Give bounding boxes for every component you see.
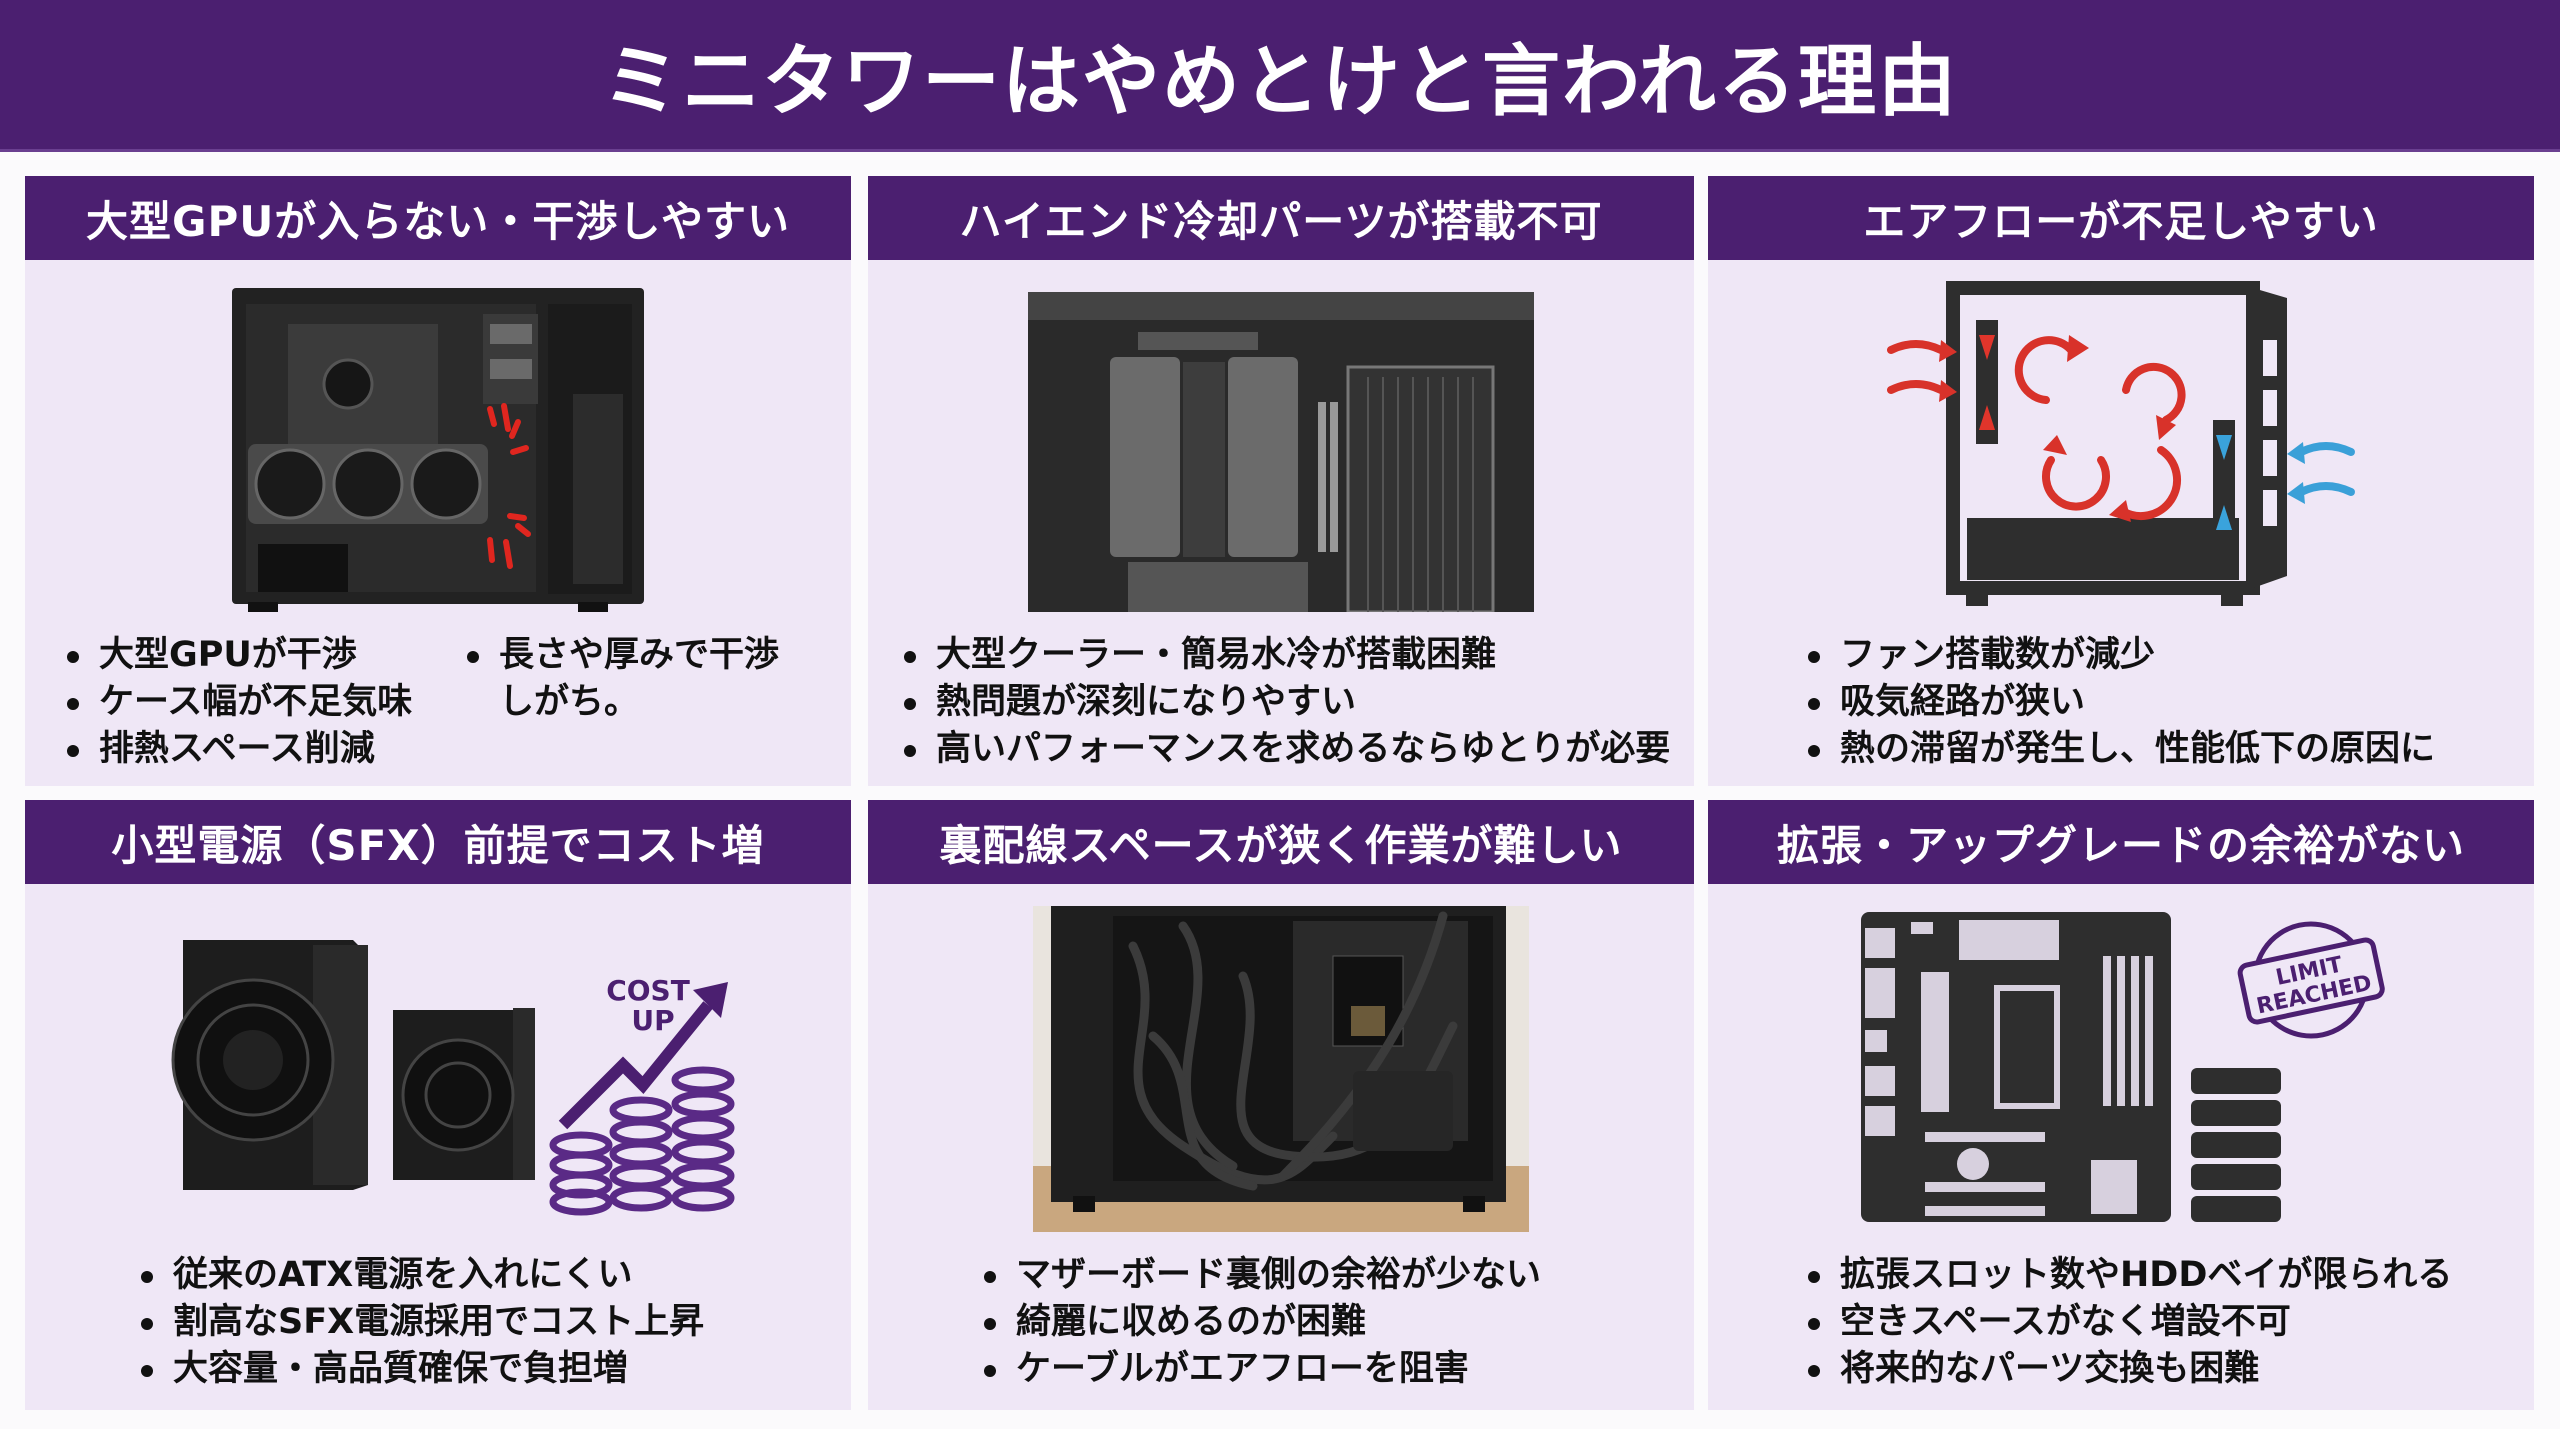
motherboard-icon <box>1861 912 2171 1222</box>
expansion-cards-icon <box>2191 1068 2281 1222</box>
bullet-list: 従来のATX電源を入れにくい 割高なSFX電源採用でコスト上昇 大容量・高品質確… <box>137 1252 704 1393</box>
svg-text:COST: COST <box>606 974 690 1007</box>
bullet-item: ケーブルがエアフローを阻害 <box>980 1346 1541 1393</box>
bullet-item: 空きスペースがなく増設不可 <box>1804 1299 2452 1346</box>
panel-header: エアフローが不足しやすい <box>1708 176 2534 260</box>
bullet-item: 割高なSFX電源採用でコスト上昇 <box>137 1299 704 1346</box>
bullet-item: 排熱スペース削減 <box>63 726 412 773</box>
cost-up-icon: COST UP <box>549 974 735 1216</box>
exhaust-fan-icon <box>2213 420 2235 544</box>
panel-cable-routing: 裏配線スペースが狭く作業が難しい マザーボード裏側の余裕が少ない 綺麗に収めるの… <box>868 800 1694 1410</box>
atx-psu-image <box>171 940 368 1190</box>
bullet-list: マザーボード裏側の余裕が少ない 綺麗に収めるのが困難 ケーブルがエアフローを阻害 <box>980 1252 1541 1393</box>
interference-marks-icon <box>487 403 531 569</box>
bullet-item: 熱問題が深刻になりやすい <box>900 679 1670 726</box>
bullet-item: 熱の滞留が発生し、性能低下の原因に <box>1804 726 2435 773</box>
panel-header: 小型電源（SFX）前提でコスト増 <box>25 800 851 884</box>
bullet-list: 大型クーラー・簡易水冷が搭載困難 熱問題が深刻になりやすい 高いパフォーマンスを… <box>900 632 1670 773</box>
page-title: ミニタワーはやめとけと言われる理由 <box>601 36 1959 127</box>
panel-title: 拡張・アップグレードの余裕がない <box>1776 820 2465 870</box>
bullet-list-right: 長さや厚みで干渉 しがち。 <box>463 632 779 726</box>
psu-cost-illustration: COST UP <box>25 910 851 1230</box>
panel-large-gpu: 大型GPUが入らない・干渉しやすい 大 <box>25 176 851 786</box>
bullet-item: 将来的なパーツ交換も困難 <box>1804 1346 2452 1393</box>
bullet-item: 綺麗に収めるのが困難 <box>980 1299 1541 1346</box>
hot-air-arrows-icon <box>1887 336 2186 521</box>
bullet-item-continuation: しがち。 <box>499 682 640 722</box>
panel-header: 大型GPUが入らない・干渉しやすい <box>25 176 851 260</box>
bullet-item: 長さや厚みで干渉 <box>463 632 779 679</box>
bullet-item: ケース幅が不足気味 <box>63 679 412 726</box>
panel-header: 裏配線スペースが狭く作業が難しい <box>868 800 1694 884</box>
bullet-item: 吸気経路が狭い <box>1804 679 2435 726</box>
bullet-item: 大型GPUが干渉 <box>63 632 412 679</box>
page-header: ミニタワーはやめとけと言われる理由 <box>0 0 2560 152</box>
motherboard-illustration: LIMIT REACHED <box>1708 900 2534 1230</box>
panel-title: 大型GPUが入らない・干渉しやすい <box>86 196 790 246</box>
panel-airflow: エアフローが不足しやすい ファン搭載数が減少 吸気 <box>1708 176 2534 786</box>
panel-expansion: 拡張・アップグレードの余裕がない <box>1708 800 2534 1410</box>
intake-fan-icon <box>1976 320 1998 444</box>
bullet-item: 大容量・高品質確保で負担増 <box>137 1346 704 1393</box>
bullet-list: ファン搭載数が減少 吸気経路が狭い 熱の滞留が発生し、性能低下の原因に <box>1804 632 2435 773</box>
bullet-list-left: 大型GPUが干渉 ケース幅が不足気味 排熱スペース削減 <box>63 632 412 773</box>
sfx-psu-image <box>393 1008 535 1180</box>
bullet-list: 拡張スロット数やHDDベイが限られる 空きスペースがなく増設不可 将来的なパーツ… <box>1804 1252 2452 1393</box>
svg-text:UP: UP <box>631 1004 674 1037</box>
bullet-item: マザーボード裏側の余裕が少ない <box>980 1252 1541 1299</box>
panel-cooling: ハイエンド冷却パーツが搭載不可 大型クーラー・簡易水冷が搭載困難 熱問題が深刻に… <box>868 176 1694 786</box>
pc-case-gpu-illustration <box>25 284 851 614</box>
limit-reached-stamp-icon: LIMIT REACHED <box>2237 921 2385 1039</box>
panel-title: ハイエンド冷却パーツが搭載不可 <box>959 196 1603 246</box>
cooler-radiator-illustration <box>868 292 1694 612</box>
bullet-item: 従来のATX電源を入れにくい <box>137 1252 704 1299</box>
panel-psu-cost: 小型電源（SFX）前提でコスト増 COST UP <box>25 800 851 1410</box>
panel-title: 裏配線スペースが狭く作業が難しい <box>939 820 1623 870</box>
bullet-item: 大型クーラー・簡易水冷が搭載困難 <box>900 632 1670 679</box>
panel-title: エアフローが不足しやすい <box>1863 196 2379 246</box>
airflow-diagram-illustration <box>1708 280 2534 620</box>
bullet-item: 拡張スロット数やHDDベイが限られる <box>1804 1252 2452 1299</box>
cable-routing-illustration <box>868 904 1694 1234</box>
panel-title: 小型電源（SFX）前提でコスト増 <box>111 820 765 870</box>
panel-header: ハイエンド冷却パーツが搭載不可 <box>868 176 1694 260</box>
panel-header: 拡張・アップグレードの余裕がない <box>1708 800 2534 884</box>
bullet-item: ファン搭載数が減少 <box>1804 632 2435 679</box>
bullet-item: 高いパフォーマンスを求めるならゆとりが必要 <box>900 726 1670 773</box>
